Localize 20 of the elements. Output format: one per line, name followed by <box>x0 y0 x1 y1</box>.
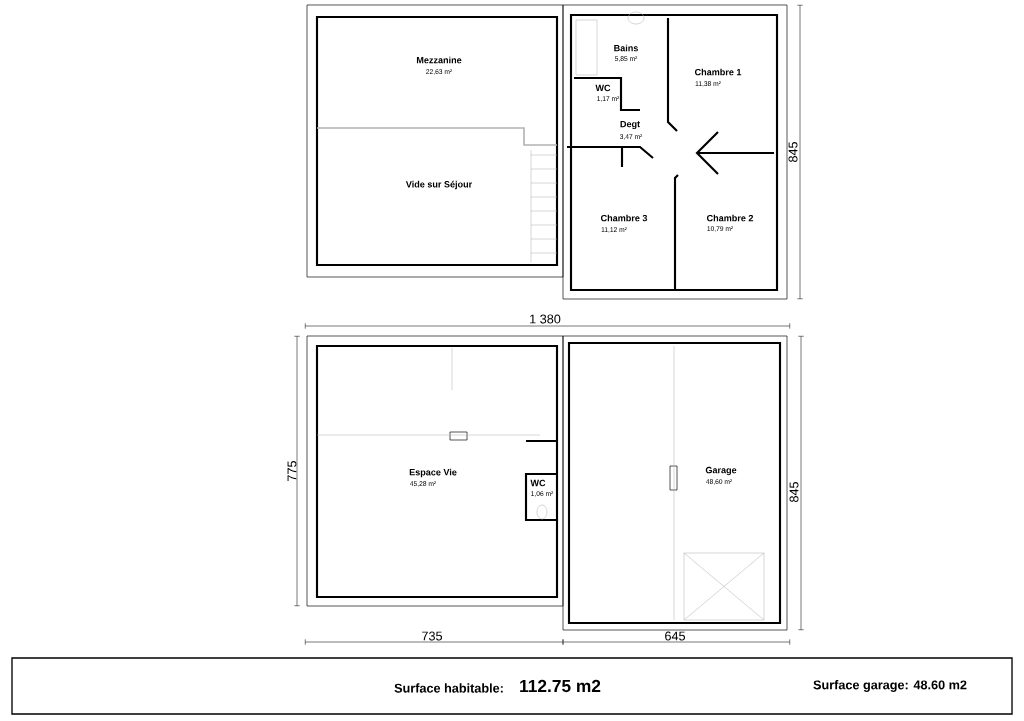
dimension-label: 845 <box>788 141 798 162</box>
dimension-label: 735 <box>422 631 443 641</box>
dimension-label: 1 380 <box>530 314 561 324</box>
room-label: WC <box>595 84 611 92</box>
room-label: WC <box>530 479 546 487</box>
room-label: Espace Vie <box>409 468 457 478</box>
room-label: Degt <box>620 120 640 130</box>
surface-value: 112.75 m2 <box>520 679 601 693</box>
room-label: Chambre 3 <box>600 214 648 222</box>
dimension-label: 775 <box>287 460 297 481</box>
room-label: Bains <box>614 44 638 52</box>
dimension-label: 845 <box>789 481 799 503</box>
room-label: Chambre 1 <box>694 68 742 76</box>
room-label: Garage <box>705 466 737 476</box>
room-label: Chambre 2 <box>706 214 754 222</box>
room-label: Mezzanine <box>416 56 462 64</box>
surface-label: Surface habitable: <box>394 683 503 693</box>
dimension-label: 645 <box>665 631 686 641</box>
room-label: Vide sur Séjour <box>405 180 473 190</box>
surface-label: Surface garage: 48.60 m2 <box>813 680 967 692</box>
